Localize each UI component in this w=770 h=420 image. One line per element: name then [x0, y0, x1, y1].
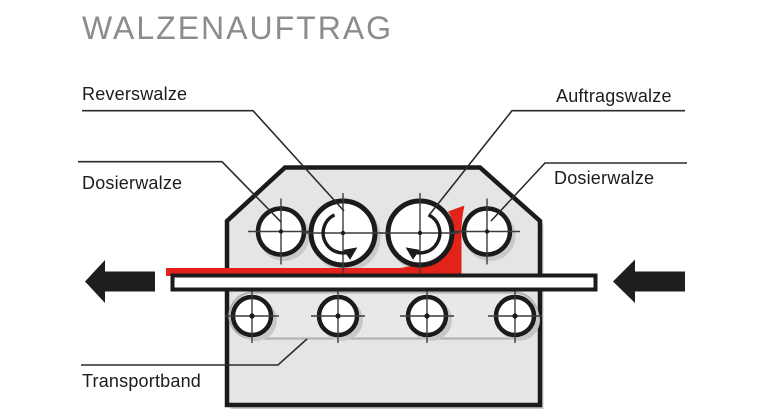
- label-auftragswalze: Auftragswalze: [556, 86, 672, 106]
- roller-axis-dot: [340, 230, 346, 236]
- arc-arrow-ccw-icon: [321, 213, 358, 260]
- roller-axis-dot: [424, 313, 430, 319]
- roller-axis-dot: [417, 230, 423, 236]
- belt-roller: [400, 289, 454, 343]
- arrow-left-icon: [613, 259, 685, 303]
- page-title: WALZENAUFTRAG: [82, 10, 394, 46]
- belt-rollers: [225, 289, 542, 343]
- roller-axis-dot: [512, 313, 518, 319]
- leader-lines: [78, 109, 687, 366]
- leader-line-auftragswalze: [429, 109, 685, 215]
- roller-axis-dot: [278, 229, 284, 234]
- belt-roller: [225, 289, 279, 343]
- reverswalze-roller: [303, 193, 383, 273]
- dosierwalze-left-roller: [248, 198, 314, 265]
- dosierwalze-right-roller: [454, 198, 520, 265]
- substrate-web: [170, 273, 598, 292]
- label-transportband: Transportband: [82, 371, 202, 391]
- roller-axis-dot: [249, 313, 255, 319]
- auftragswalze-roller: [380, 193, 460, 273]
- label-dosierwalze-right: Dosierwalze: [554, 168, 655, 188]
- leader-line-dosierwalze-right: [490, 162, 687, 222]
- belt-roller: [488, 289, 542, 343]
- leader-line-dosierwalze-left: [78, 160, 282, 223]
- leader-line-reverswalze: [82, 109, 345, 212]
- leader-line-transportband: [81, 338, 308, 366]
- coating-film: [166, 205, 465, 276]
- arrow-left-icon: [85, 260, 155, 303]
- roller-axis-dot: [484, 229, 490, 234]
- arc-arrow-cw-icon: [405, 213, 442, 260]
- belt-roller: [311, 289, 365, 343]
- label-dosierwalze-left: Dosierwalze: [82, 173, 183, 193]
- label-reverswalze: Reverswalze: [82, 84, 188, 104]
- roller-axis-dot: [335, 313, 341, 319]
